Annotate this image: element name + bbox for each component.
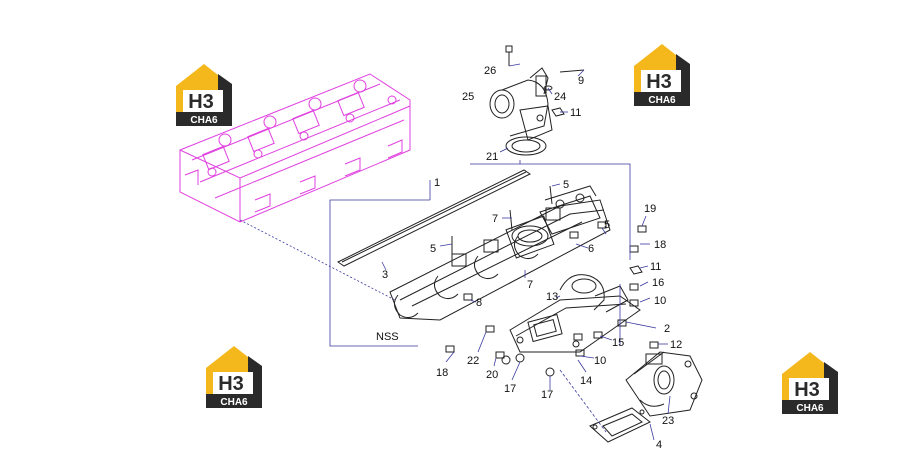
svg-text:CHA6: CHA6 <box>220 397 248 408</box>
callout-7b: 7 <box>527 279 533 291</box>
callout-10a: 10 <box>654 295 666 307</box>
cylinder-head-illustration <box>179 73 411 223</box>
callout-4: 4 <box>656 439 662 451</box>
callout-17b: 17 <box>541 389 553 401</box>
gasket-3 <box>337 169 531 267</box>
callout-11b: 11 <box>650 261 661 273</box>
gasket-21 <box>505 136 547 156</box>
callout-12: 12 <box>670 339 682 351</box>
svg-text:H3: H3 <box>794 379 820 401</box>
callout-25: 25 <box>462 91 474 103</box>
callout-20: 20 <box>486 369 498 381</box>
callout-5c: 5 <box>430 243 436 255</box>
callout-9: 9 <box>578 75 584 87</box>
callout-14: 14 <box>580 375 592 387</box>
svg-text:H3: H3 <box>218 373 244 395</box>
svg-text:H3: H3 <box>188 91 214 113</box>
callout-nss: NSS <box>376 331 399 343</box>
callout-24: 24 <box>554 91 566 103</box>
svg-text:CHA6: CHA6 <box>190 115 218 126</box>
callout-21: 21 <box>486 151 498 163</box>
callout-22: 22 <box>467 355 479 367</box>
callout-8: 8 <box>476 297 482 309</box>
callout-16: 16 <box>652 277 664 289</box>
intake-manifold <box>389 185 611 321</box>
callout-15: 15 <box>612 337 624 349</box>
svg-text:H3: H3 <box>646 71 672 93</box>
egr-module <box>625 351 703 417</box>
callout-6: 6 <box>588 243 594 255</box>
callout-5b: 5 <box>604 219 610 231</box>
callout-17a: 17 <box>504 383 516 395</box>
callout-5a: 5 <box>563 179 569 191</box>
callout-3: 3 <box>382 269 388 281</box>
fasteners <box>445 45 659 377</box>
callout-18a: 18 <box>654 239 666 251</box>
adapter-plate <box>509 274 641 353</box>
svg-text:CHA6: CHA6 <box>796 403 824 414</box>
logo-top-right: H3 CHA6 <box>634 44 690 106</box>
callout-1: 1 <box>434 177 440 189</box>
callout-26: 26 <box>484 65 496 77</box>
callout-labels: 1 2 3 4 5 5 5 6 7 7 8 9 10 10 11 11 12 1… <box>376 65 682 451</box>
callout-13: 13 <box>546 291 558 303</box>
logo-bottom-right: H3 CHA6 <box>782 352 838 414</box>
callout-7a: 7 <box>492 213 498 225</box>
callout-23: 23 <box>662 415 674 427</box>
logo-bottom-left: H3 CHA6 <box>206 346 262 408</box>
logo-top-left: H3 CHA6 <box>176 64 232 126</box>
leader-lines <box>239 63 671 441</box>
callout-18b: 18 <box>436 367 448 379</box>
svg-text:CHA6: CHA6 <box>648 95 676 106</box>
throttle-body <box>489 67 553 141</box>
callout-2: 2 <box>664 323 670 335</box>
callout-19: 19 <box>644 203 656 215</box>
callout-11a: 11 <box>570 107 581 119</box>
gasket-4 <box>589 407 651 443</box>
callout-10b: 10 <box>594 355 606 367</box>
